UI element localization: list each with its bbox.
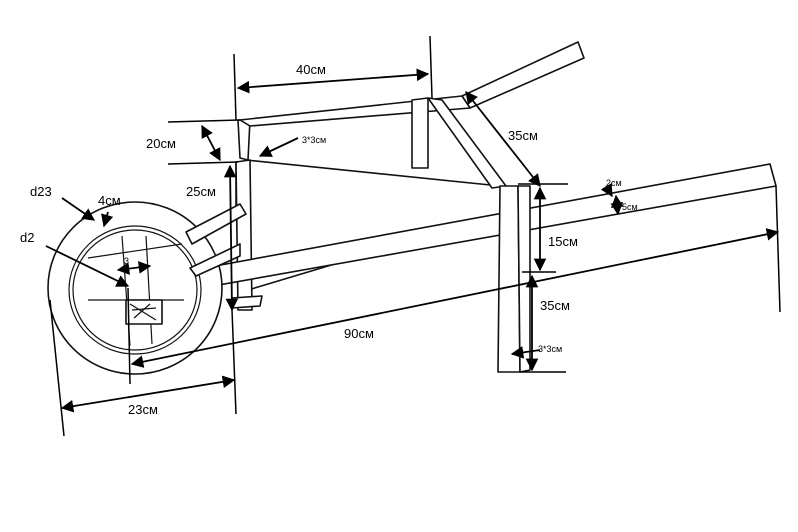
dim-4cm: 4см xyxy=(98,193,121,228)
upper-handle xyxy=(461,41,585,109)
label-2cm: 2см xyxy=(606,178,622,188)
label-3x3-front: 3*3см xyxy=(302,135,326,145)
label-3-axle: 3 xyxy=(124,256,129,266)
label-4cm: 4см xyxy=(98,193,121,208)
dim-23cm: 23см xyxy=(49,299,236,437)
label-23cm: 23см xyxy=(128,402,158,417)
tray-body xyxy=(231,95,509,311)
dim-90cm: 90см xyxy=(127,185,781,385)
label-20cm: 20см xyxy=(146,136,176,151)
label-d2: d2 xyxy=(20,230,34,245)
dim-d2: d2 xyxy=(20,230,130,287)
dim-20cm: 20см xyxy=(146,119,241,165)
dim-d23: d23 xyxy=(30,184,96,221)
label-40cm: 40см xyxy=(296,62,326,77)
label-35cm-support: 35см xyxy=(508,128,538,143)
label-15cm: 15см xyxy=(548,234,578,249)
leg xyxy=(497,185,531,373)
dim-handle-2-5: 2см 5см xyxy=(600,178,638,216)
label-25cm: 25см xyxy=(186,184,216,199)
label-5cm: 5см xyxy=(622,202,638,212)
label-3x3-leg: 3*3см xyxy=(538,344,562,354)
wheel xyxy=(47,201,247,375)
dim-3x3-front: 3*3см xyxy=(258,135,326,157)
dim-40cm: 40см xyxy=(233,35,433,121)
label-d23: d23 xyxy=(30,184,52,199)
dim-35cm-support: 35см xyxy=(465,91,541,187)
label-90cm: 90см xyxy=(344,326,374,341)
label-35cm-leg: 35см xyxy=(540,298,570,313)
